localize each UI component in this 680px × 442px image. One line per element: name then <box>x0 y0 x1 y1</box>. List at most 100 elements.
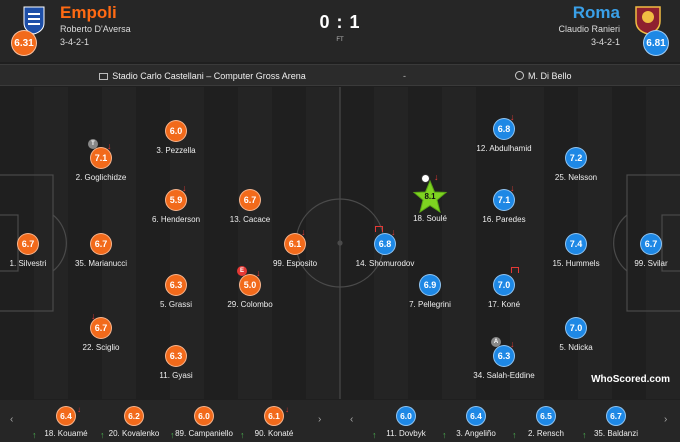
player-rating: 7.1 <box>90 147 112 169</box>
home-player-silvestri[interactable]: 6.7 1. Silvestri <box>0 233 68 268</box>
referee: M. Di Bello <box>515 71 572 81</box>
away-player-shomurodov[interactable]: ↓ 6.8 14. Shomurodov <box>345 226 425 268</box>
home-player-cacace[interactable]: 6.7 13. Cacace <box>210 189 290 224</box>
player-name: 90. Konaté <box>254 429 294 438</box>
tactical-badge-icon: T <box>88 139 98 149</box>
player-rating: 7.0 <box>493 274 515 296</box>
away-player-soule[interactable]: ↓ 8.1 18. Soulé <box>390 172 470 223</box>
player-rating: 6.3 <box>165 345 187 367</box>
player-rating: 6.5 <box>536 406 556 426</box>
away-player-abdulhamid[interactable]: ↓ 6.8 12. Abdulhamid <box>464 112 544 153</box>
away-sub-dovbyk[interactable]: ↑ 6.0 11. Dovbyk <box>368 406 444 440</box>
away-player-svilar[interactable]: 6.7 99. Svilar <box>611 233 680 268</box>
home-sub-kovalenko[interactable]: ↑ 6.2 20. Kovalenko <box>96 406 172 440</box>
player-name: 5. Grassi <box>159 300 192 309</box>
player-rating: 6.1 <box>284 233 306 255</box>
player-name: 20. Kovalenko <box>108 429 160 438</box>
sub-off-icon: ↓ <box>285 405 289 414</box>
sub-on-icon: ↑ <box>582 430 587 440</box>
player-name: 99. Esposito <box>272 259 318 268</box>
sub-on-icon: ↑ <box>372 430 377 440</box>
sub-off-icon: ↓ <box>510 112 515 122</box>
venue-name: Stadio Carlo Castellani – Computer Gross… <box>112 71 306 81</box>
player-rating: 6.0 <box>194 406 214 426</box>
player-rating: 6.9 <box>419 274 441 296</box>
home-sub-kouame[interactable]: ↓ ↑ 6.4 18. Kouamé <box>28 405 104 440</box>
player-rating: 6.4 <box>56 406 76 426</box>
home-sub-konate[interactable]: ↓ ↑ 6.1 90. Konaté <box>236 405 312 440</box>
player-rating: 6.0 <box>165 120 187 142</box>
player-rating: 6.7 <box>640 233 662 255</box>
player-rating: 6.4 <box>466 406 486 426</box>
match-header: 6.31 Empoli Roberto D'Aversa 3-4-2-1 0 :… <box>0 0 680 62</box>
player-name: 35. Baldanzi <box>593 429 639 438</box>
chevron-left-icon[interactable]: ‹ <box>350 414 354 425</box>
player-name: 17. Koné <box>487 300 521 309</box>
player-rating: 6.7 <box>239 189 261 211</box>
sub-on-icon: ↑ <box>170 430 175 440</box>
home-player-goglichidze[interactable]: T ↓ 7.1 2. Goglichidze <box>61 139 141 182</box>
home-player-gyasi[interactable]: 6.3 11. Gyasi <box>136 345 216 380</box>
referee-name: M. Di Bello <box>528 71 572 81</box>
match-score: 0 : 1 <box>319 12 361 32</box>
player-name: 1. Silvestri <box>9 259 47 268</box>
substitutes-bar: ‹ ↓ ↑ 6.4 18. Kouamé ↑ 6.2 20. Kovalenko… <box>0 400 680 442</box>
away-sub-rensch[interactable]: ↑ 6.5 2. Rensch <box>508 406 584 440</box>
chevron-right-icon[interactable]: › <box>318 414 322 425</box>
sub-on-icon: ↑ <box>240 430 245 440</box>
home-player-grassi[interactable]: 6.3 5. Grassi <box>136 274 216 309</box>
chevron-right-icon[interactable]: › <box>664 414 668 425</box>
chevron-left-icon[interactable]: ‹ <box>10 414 14 425</box>
away-player-paredes[interactable]: ↓ 7.1 16. Paredes <box>464 183 544 224</box>
player-rating: 6.7 <box>90 233 112 255</box>
home-player-henderson[interactable]: ↓ 5.9 6. Henderson <box>136 183 216 224</box>
stadium-icon <box>99 73 109 80</box>
home-player-marianucci[interactable]: 6.7 35. Marianucci <box>61 233 141 268</box>
player-name: 7. Pellegrini <box>409 300 451 309</box>
away-player-ndicka[interactable]: 7.0 5. Ndicka <box>536 317 616 352</box>
sub-off-icon: ↓ <box>182 183 187 193</box>
player-name: 11. Gyasi <box>159 371 193 380</box>
player-name: 3. Angeliño <box>456 429 496 438</box>
sub-off-icon: ↓ <box>107 141 112 151</box>
player-name: 22. Sciglio <box>82 343 120 352</box>
away-sub-angelino[interactable]: ↑ 6.4 3. Angeliño <box>438 406 514 440</box>
player-name: 34. Salah-Eddine <box>473 371 535 380</box>
whoscored-logo: WhoScored.com <box>591 374 670 385</box>
man-of-the-match-star: ↓ 8.1 <box>412 172 448 214</box>
away-player-nelsson[interactable]: 7.2 25. Nelsson <box>536 147 616 182</box>
player-name: 2. Rensch <box>527 429 565 438</box>
goal-ball-icon <box>421 174 430 183</box>
player-rating: 6.7 <box>17 233 39 255</box>
player-name: 5. Ndicka <box>559 343 593 352</box>
away-player-kone[interactable]: 7.0 17. Koné <box>464 267 544 309</box>
away-team-name[interactable]: Roma <box>572 3 620 22</box>
separator: - <box>403 71 406 81</box>
player-rating: 6.7 <box>606 406 626 426</box>
home-team-name[interactable]: Empoli <box>60 3 117 22</box>
player-name: 2. Goglichidze <box>75 173 127 182</box>
player-name: 12. Abdulhamid <box>476 144 532 153</box>
player-name: 14. Shomurodov <box>355 259 415 268</box>
player-name: 35. Marianucci <box>74 259 128 268</box>
star-icon <box>412 180 448 214</box>
away-player-pellegrini[interactable]: 6.9 7. Pellegrini <box>390 274 470 309</box>
player-rating: 6.8 <box>374 233 396 255</box>
player-name: 18. Kouamé <box>44 429 88 438</box>
player-rating: 7.4 <box>565 233 587 255</box>
sub-on-icon: ↑ <box>512 430 517 440</box>
home-player-colombo[interactable]: E ↓ 5.0 29. Colombo <box>210 266 290 309</box>
home-player-pezzella[interactable]: 6.0 3. Pezzella <box>136 120 216 155</box>
home-sub-campaniello[interactable]: ↑ 6.0 89. Campaniello <box>166 406 242 440</box>
home-player-sciglio[interactable]: ↓ 6.7 22. Sciglio <box>61 311 141 352</box>
player-name: 3. Pezzella <box>156 146 196 155</box>
player-rating: 6.1 <box>264 406 284 426</box>
player-name: 89. Campaniello <box>175 429 233 438</box>
away-sub-baldanzi[interactable]: ↑ 6.7 35. Baldanzi <box>578 406 654 440</box>
away-player-salah-eddine[interactable]: A ↓ 6.3 34. Salah-Eddine <box>464 337 544 380</box>
away-player-hummels[interactable]: 7.4 15. Hummels <box>536 233 616 268</box>
home-player-esposito[interactable]: ↓ 6.1 99. Esposito <box>255 227 335 268</box>
sub-off-icon: ↓ <box>91 311 96 321</box>
player-rating: 6.0 <box>396 406 416 426</box>
assist-badge-icon: A <box>491 337 501 347</box>
